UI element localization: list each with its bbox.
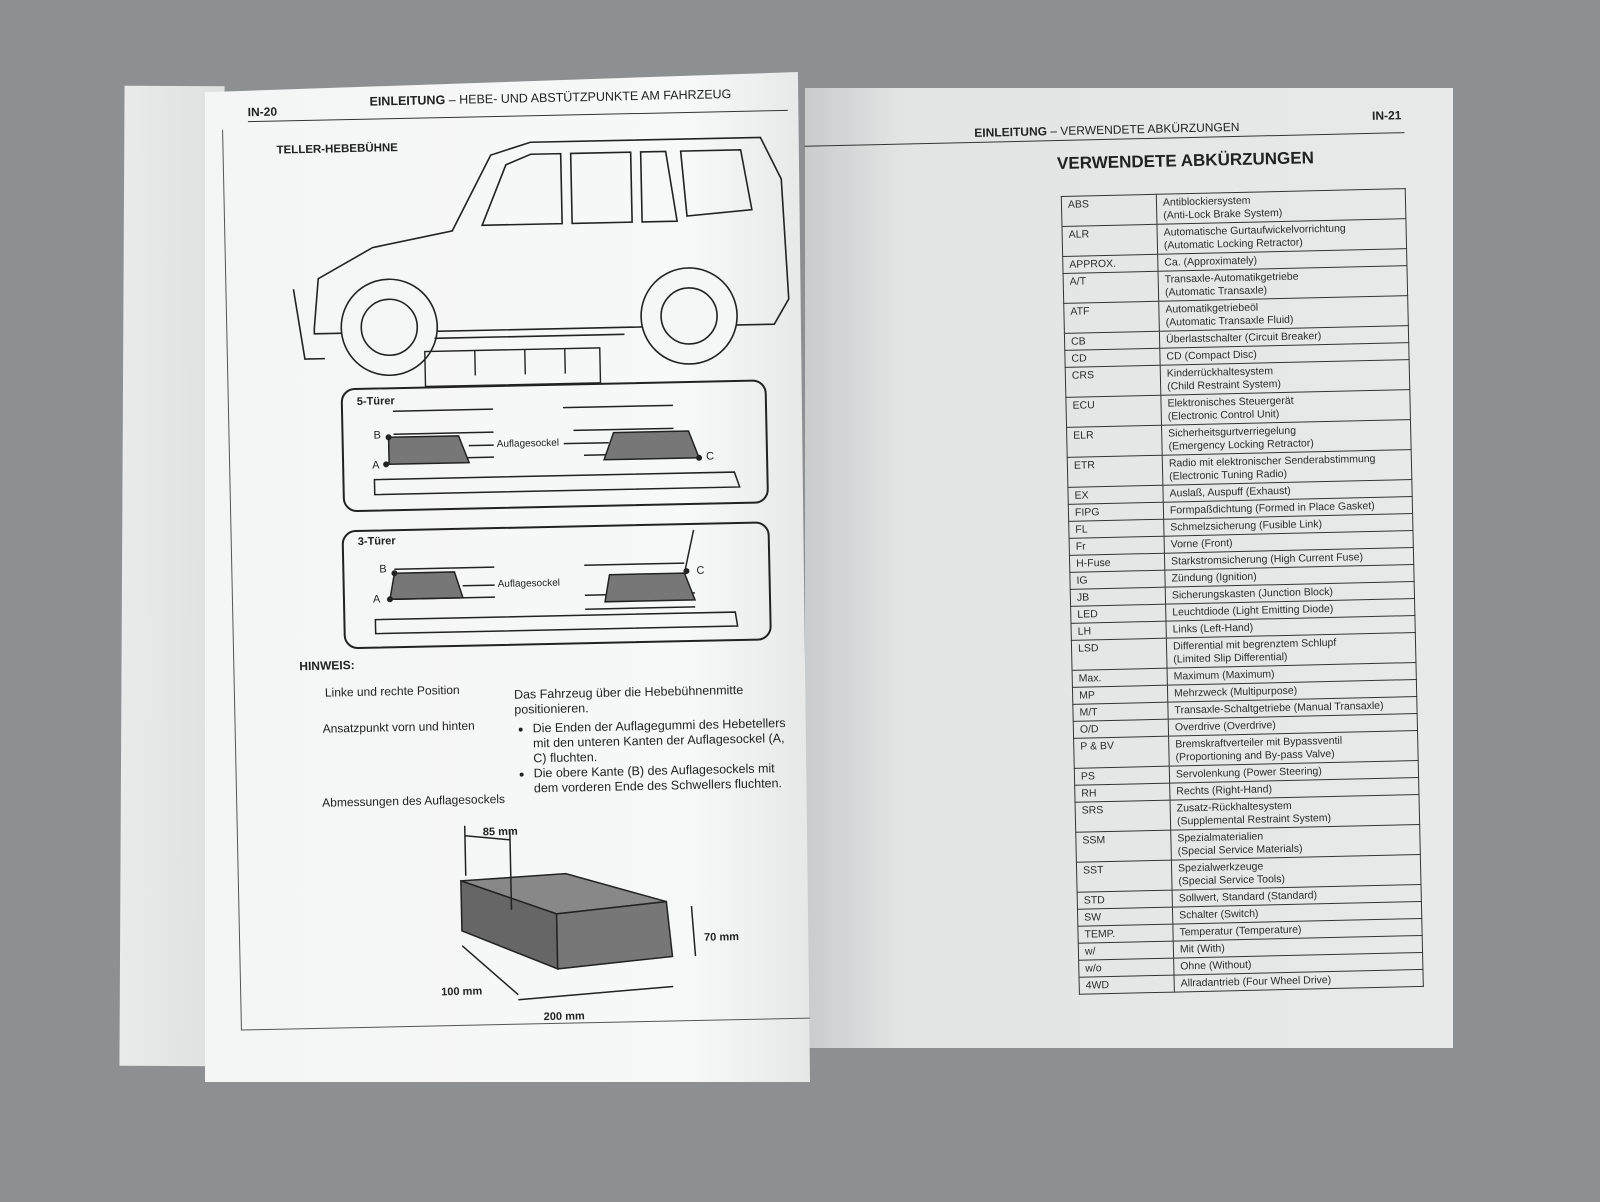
abbreviation-cell: FL — [1068, 519, 1165, 539]
car-side-illustration — [292, 136, 790, 388]
abbreviation-cell: ETR — [1067, 455, 1163, 488]
abbreviation-cell: SW — [1077, 907, 1173, 927]
abbreviation-cell: LH — [1070, 621, 1167, 641]
abbreviation-cell: CD — [1064, 348, 1161, 368]
abbreviation-cell: ALR — [1061, 224, 1158, 257]
abbreviation-cell: SSM — [1075, 830, 1172, 863]
abbreviation-cell: O/D — [1073, 719, 1169, 739]
abbreviation-cell: ECU — [1065, 395, 1162, 428]
right-header-title: – VERWENDETE ABKÜRZUNGEN — [1050, 119, 1240, 139]
abbreviation-cell: ATF — [1063, 301, 1160, 334]
page-title: VERWENDETE ABKÜRZUNGEN — [1056, 148, 1315, 174]
abbreviation-cell: 4WD — [1079, 975, 1175, 995]
right-page-number: IN-21 — [1371, 108, 1402, 123]
abbreviation-cell: PS — [1074, 766, 1170, 786]
abbreviation-cell: JB — [1070, 587, 1166, 607]
diagram-5door: 5-Türer B A C Auflagesockel — [340, 379, 770, 513]
right-header-section: EINLEITUNG — [974, 124, 1048, 140]
abbreviation-cell: H-Fuse — [1069, 553, 1165, 573]
right-page — [805, 88, 1453, 1048]
abbreviation-cell: APPROX. — [1062, 254, 1159, 274]
abbreviation-cell: RH — [1074, 783, 1171, 803]
abbreviation-cell: SRS — [1075, 800, 1171, 833]
abbreviation-cell: w/o — [1078, 958, 1174, 978]
abbreviation-cell: TEMP. — [1077, 924, 1174, 944]
diagram-3door: 3-Türer B A C Auflagesockel — [341, 521, 772, 650]
abbreviation-cell: Max. — [1072, 668, 1168, 688]
abbreviation-cell: EX — [1067, 485, 1164, 505]
abbreviation-cell: ELR — [1066, 425, 1163, 458]
abbreviation-cell: FIPG — [1068, 502, 1164, 522]
abbreviation-cell: STD — [1077, 890, 1173, 910]
abbreviation-cell: M/T — [1072, 702, 1169, 722]
meaning-german: Allradantrieb (Four Wheel Drive) — [1180, 974, 1332, 990]
abbreviation-cell: SST — [1076, 860, 1173, 893]
abbreviation-cell: LED — [1070, 604, 1166, 624]
abbreviation-cell: w/ — [1078, 941, 1174, 961]
pad-diagram-5door — [373, 404, 741, 496]
abbreviation-cell: P & BV — [1073, 736, 1170, 769]
abbreviation-cell: A/T — [1063, 271, 1159, 304]
abbreviation-cell: MP — [1072, 685, 1168, 705]
pad-diagram-3door — [374, 529, 739, 635]
abbreviation-cell: Fr — [1069, 536, 1165, 556]
abbreviation-cell: ABS — [1061, 194, 1157, 227]
abbreviation-cell: CB — [1064, 331, 1160, 351]
pad-block-dimension-drawing — [460, 825, 697, 1001]
abbreviation-cell: LSD — [1071, 638, 1168, 671]
abbreviation-cell: CRS — [1065, 365, 1161, 398]
abbreviation-cell: IG — [1069, 570, 1166, 590]
